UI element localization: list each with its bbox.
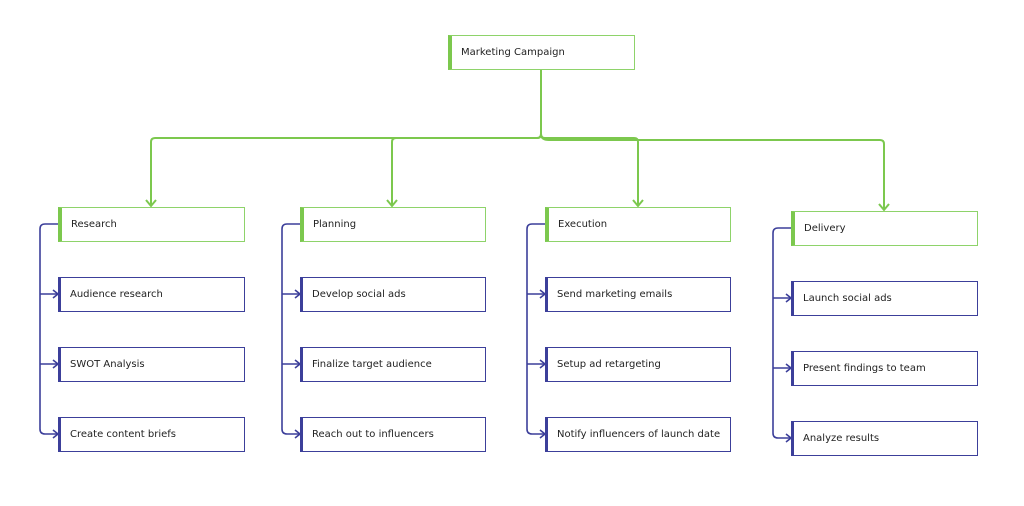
category-research[interactable]: Research <box>58 207 245 242</box>
task-finalize-target-audience[interactable]: Finalize target audience <box>300 347 486 382</box>
connector-execution <box>540 133 639 206</box>
category-label: Research <box>71 219 117 230</box>
category-execution[interactable]: Execution <box>545 207 731 242</box>
task-analyze-results[interactable]: Analyze results <box>791 421 978 456</box>
root-node[interactable]: Marketing Campaign <box>448 35 635 70</box>
task-swot-analysis[interactable]: SWOT Analysis <box>58 347 245 382</box>
task-label: Reach out to influencers <box>312 429 434 440</box>
task-label: Present findings to team <box>803 363 926 374</box>
task-present-findings[interactable]: Present findings to team <box>791 351 978 386</box>
task-create-content-briefs[interactable]: Create content briefs <box>58 417 245 452</box>
task-label: Send marketing emails <box>557 289 673 300</box>
category-delivery[interactable]: Delivery <box>791 211 978 246</box>
category-label: Planning <box>313 219 357 230</box>
task-audience-research[interactable]: Audience research <box>58 277 245 312</box>
connector-delivery <box>540 133 885 210</box>
task-label: Create content briefs <box>70 429 176 440</box>
task-reach-out-to-influencers[interactable]: Reach out to influencers <box>300 417 486 452</box>
task-label: Analyze results <box>803 433 880 444</box>
connector-research <box>150 133 542 206</box>
connector-planning <box>391 133 542 206</box>
task-connectors <box>39 223 793 443</box>
task-notify-influencers[interactable]: Notify influencers of launch date <box>545 417 731 452</box>
task-label: Launch social ads <box>803 293 892 304</box>
root-connectors <box>145 69 890 212</box>
task-setup-ad-retargeting[interactable]: Setup ad retargeting <box>545 347 731 382</box>
task-launch-social-ads[interactable]: Launch social ads <box>791 281 978 316</box>
category-planning[interactable]: Planning <box>300 207 486 242</box>
task-label: Develop social ads <box>312 289 406 300</box>
category-label: Delivery <box>804 223 846 234</box>
task-send-marketing-emails[interactable]: Send marketing emails <box>545 277 731 312</box>
task-label: Finalize target audience <box>312 359 432 370</box>
root-node-label: Marketing Campaign <box>461 47 565 58</box>
task-develop-social-ads[interactable]: Develop social ads <box>300 277 486 312</box>
task-label: SWOT Analysis <box>70 359 145 370</box>
task-label: Notify influencers of launch date <box>557 429 721 440</box>
task-label: Audience research <box>70 289 163 300</box>
category-label: Execution <box>558 219 608 230</box>
task-label: Setup ad retargeting <box>557 359 661 370</box>
